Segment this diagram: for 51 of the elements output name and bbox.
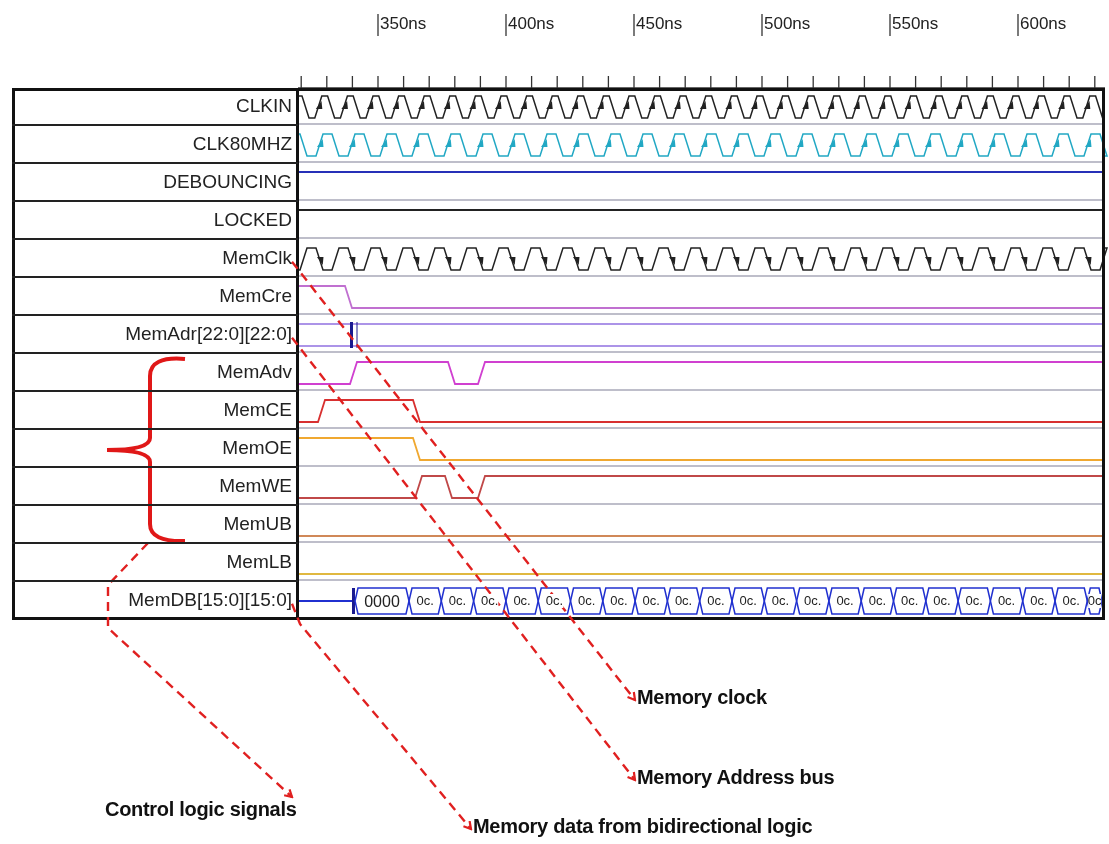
- bus-value: 0c.: [416, 594, 434, 608]
- annotation-text: Control logic signals: [105, 798, 297, 821]
- bus-value: 0c.: [804, 594, 822, 608]
- dashed-arrow: [106, 542, 294, 799]
- tick-label: 350ns: [380, 14, 427, 34]
- tick-label: 500ns: [764, 14, 811, 34]
- signal-name: MemLB: [226, 551, 292, 572]
- dashed-arrow: [291, 336, 637, 782]
- dashed-arrow: [291, 260, 637, 702]
- bus-value: 0c.: [481, 594, 499, 608]
- bus-value: 0c.: [642, 594, 660, 608]
- annotation-text: Memory Address bus: [637, 766, 835, 789]
- tick-label: 450ns: [636, 14, 683, 34]
- signal-name: MemAdr[22:0][22:0]: [125, 323, 292, 344]
- bus-value: 0c.: [610, 594, 628, 608]
- bus-value: 0c.: [868, 594, 886, 608]
- bus-value: 0c.: [545, 594, 563, 608]
- bus-value: 0c.: [513, 594, 531, 608]
- tick-label: 550ns: [892, 14, 939, 34]
- bus-value: 0c.: [771, 594, 790, 608]
- dashed-arrow: [290, 603, 473, 831]
- bus-value: 0c.: [933, 594, 951, 608]
- signal-name: MemClk: [222, 247, 292, 268]
- signal-name: MemUB: [223, 513, 292, 534]
- annotation-text: Memory data from bidirectional logic: [473, 815, 813, 838]
- signal-name: MemCE: [223, 399, 292, 420]
- bus-value: 0c.: [1062, 594, 1080, 608]
- bus-value: 0c.: [836, 594, 854, 608]
- tick-label: 600ns: [1020, 14, 1067, 34]
- bus-value: 0c.: [674, 594, 693, 608]
- annotation-text: Memory clock: [637, 686, 767, 709]
- bus-value: 0c.: [997, 594, 1016, 608]
- signal-name: MemDB[15:0][15:0]: [128, 589, 292, 610]
- bus-value: 0c: [1087, 594, 1102, 608]
- bus-value: 0c.: [739, 594, 757, 608]
- signal-name: CLKIN: [236, 95, 292, 116]
- signal-name: DEBOUNCING: [163, 171, 292, 192]
- bus-value: 0c.: [1030, 594, 1048, 608]
- tick-label: 400ns: [508, 14, 555, 34]
- signal-name: LOCKED: [213, 209, 292, 230]
- bus-value: 0c.: [577, 594, 596, 608]
- bus-value: 0c.: [900, 594, 919, 608]
- signal-name: CLK80MHZ: [192, 133, 292, 154]
- bus-value: 0c.: [448, 594, 467, 608]
- bus-value: 0c.: [707, 594, 725, 608]
- bus-value: 0000: [364, 592, 400, 610]
- signal-name: MemOE: [222, 437, 292, 458]
- bus-value: 0c.: [965, 594, 983, 608]
- signal-name: MemWE: [219, 475, 292, 496]
- signal-name: MemCre: [219, 285, 292, 306]
- signal-name: MemAdv: [217, 361, 292, 382]
